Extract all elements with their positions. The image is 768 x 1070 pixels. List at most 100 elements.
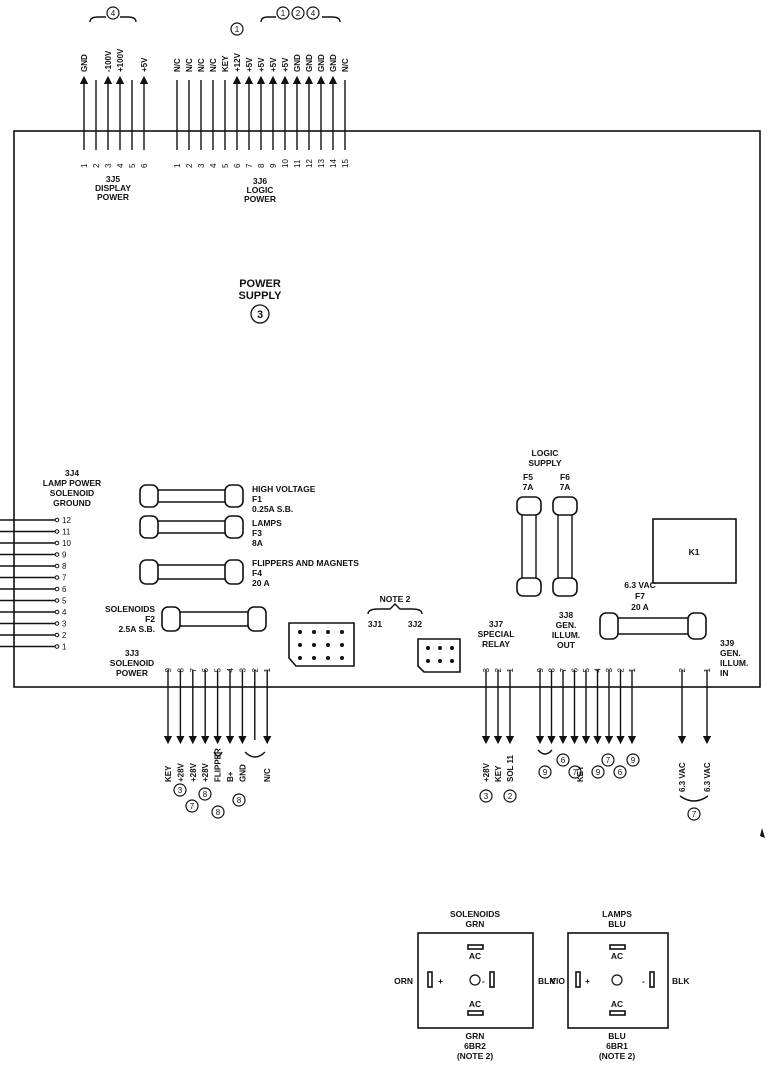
j6-pin-9: 9 [269,163,278,168]
j6-pin-4: 4 [209,163,218,168]
j8-pin-6: 6 [571,667,580,672]
j3-note-3-circle [211,805,225,819]
j4-terminal-6 [54,586,60,592]
j6-signal-7: +5V [245,57,254,72]
j5-pin-1: 1 [80,163,89,168]
f3-label-1: LAMPS [252,518,282,528]
j3-pin-9: 9 [164,667,173,672]
j6-brace [260,16,341,23]
j8-desc-2: ILLUM. [552,630,580,640]
j9-desc-2: ILLUM. [720,658,748,668]
j3-note-2: 8 [203,790,208,799]
f5-label-2: 7A [523,482,534,492]
j6-signal-5: KEY [221,55,230,72]
j6-signal-14: GND [329,54,338,72]
j5-pin-4: 4 [116,163,125,168]
connector-3j1 [288,622,355,667]
bridge2-minus: - [642,976,645,986]
j4-terminal-1 [54,644,60,649]
j4-pin-9: 9 [62,551,67,560]
j3-pin-8: 8 [176,667,185,672]
j5-signal-1: GND [80,54,89,72]
j4-pin-10: 10 [62,539,71,548]
j8-pin-1: 1 [628,667,637,672]
j2-pin [438,646,442,650]
j5-pin-6: 6 [140,163,149,168]
bridge2-name: LAMPS [602,909,632,919]
j3-note-2-circle [198,787,212,801]
bridge2-bottom-color: BLU [608,1031,625,1041]
j9-desc-1: GEN. [720,648,741,658]
j2-pin [426,659,430,663]
power-supply-title-2: SUPPLY [238,290,282,302]
j8-note-1: 6 [561,756,566,765]
j6-signal-4: N/C [209,58,218,72]
j6-note-b2: 2 [296,9,301,18]
f1-label-3: 0.25A S.B. [252,504,293,514]
j5-signal-4: +100V [116,48,125,72]
bridge1-id: 6BR2 [464,1041,486,1051]
j4-terminal-3 [54,621,60,626]
j3-signal-8: +28V [176,762,185,782]
f2-label-3: 2.5A S.B. [118,624,155,634]
j5-pin-2: 2 [92,163,101,168]
logic-supply-2: SUPPLY [528,458,562,468]
f4-label-3: 20 A [252,578,270,588]
j4-terminal-5 [54,598,60,603]
j4-terminal-4 [54,609,60,615]
f5-label-1: F5 [523,472,533,482]
j4-pin-11: 11 [62,528,71,537]
fuse-f7 [599,612,707,640]
j4-desc-1: LAMP POWER [43,478,101,488]
j7-note-1-circle [503,789,517,803]
j5-desc-1: DISPLAY [95,183,131,193]
j9-note: 7 [692,810,697,819]
j7-note-0: 3 [484,792,489,801]
j3-pin-2: 2 [251,667,260,672]
j6-signal-6: +12V [233,52,242,72]
k1-label: K1 [689,547,700,557]
j6-signal-1: N/C [173,58,182,72]
logic-supply-1: LOGIC [532,448,559,458]
j6-signal-15: N/C [341,58,350,72]
j8-note-0-circle [538,765,552,779]
j8-name: 3J8 [559,610,573,620]
j6-note-b1: 1 [281,9,286,18]
j4-pin-2: 2 [62,631,67,640]
f3-label-3: 8A [252,538,263,548]
bridge1-ac-bottom: AC [469,999,481,1009]
note2-brace [367,603,423,615]
j8-brace [537,749,553,755]
j8-note-4: 7 [606,756,611,765]
j1-pin [298,630,302,634]
j8-note-6: 9 [631,756,636,765]
bridge2-note: (NOTE 2) [599,1051,636,1061]
j1-pin [340,656,344,660]
j1-pin [340,630,344,634]
j6-desc-2: POWER [244,194,276,204]
j1-pin [326,630,330,634]
j4-pin-7: 7 [62,574,67,583]
j3-pin-3: 3 [238,667,247,672]
bridge1-minus: - [482,976,485,986]
j4-pin-3: 3 [62,620,67,629]
j3-signal-4: B+ [226,771,235,782]
j6-signal-8: +5V [257,57,266,72]
j1-pin [312,643,316,647]
f7-label-1: 6.3 VAC [624,580,656,590]
j4-terminal-12 [54,517,60,523]
f7-label-2: F7 [635,591,645,601]
fuse-f4 [139,559,244,585]
j3-name: 3J3 [125,648,139,658]
j6-note-b1-circle [276,6,290,20]
j8-pin-3: 3 [605,667,614,672]
j8-pin-7: 7 [559,667,568,672]
j9-name: 3J9 [720,638,734,648]
j6-signal-13: GND [317,54,326,72]
j1-pin [340,643,344,647]
bridge2-ac-bottom: AC [611,999,623,1009]
j6-pin-12: 12 [305,159,314,168]
